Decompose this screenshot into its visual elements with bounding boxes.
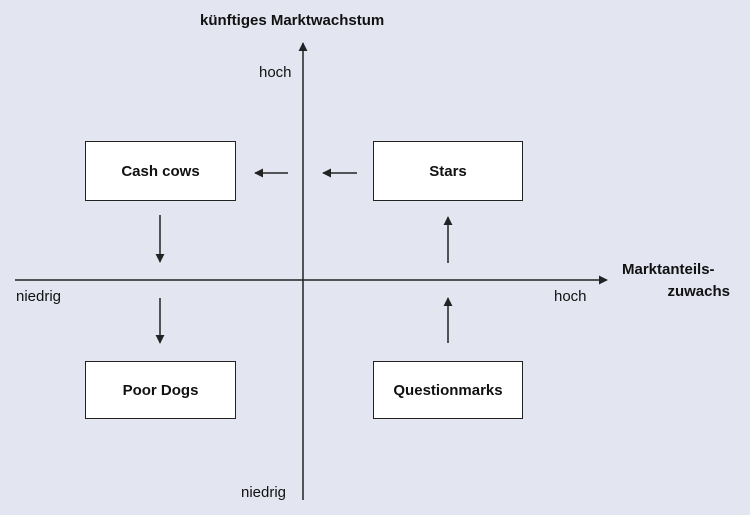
poor-dogs-box: Poor Dogs <box>85 361 236 419</box>
x-axis-title-line1: Marktanteils- <box>622 261 715 278</box>
questionmarks-box: Questionmarks <box>373 361 523 419</box>
y-axis-title: künftiges Marktwachstum <box>200 12 385 29</box>
x-axis-title-line2: zuwachs <box>667 283 730 300</box>
x-axis-high-label: hoch <box>554 288 587 305</box>
y-axis-low-label: niedrig <box>241 484 287 501</box>
stars-box: Stars <box>373 141 523 201</box>
cash-cows-box: Cash cows <box>85 141 236 201</box>
x-axis-low-label: niedrig <box>16 288 62 305</box>
y-axis-high-label: hoch <box>259 64 292 81</box>
